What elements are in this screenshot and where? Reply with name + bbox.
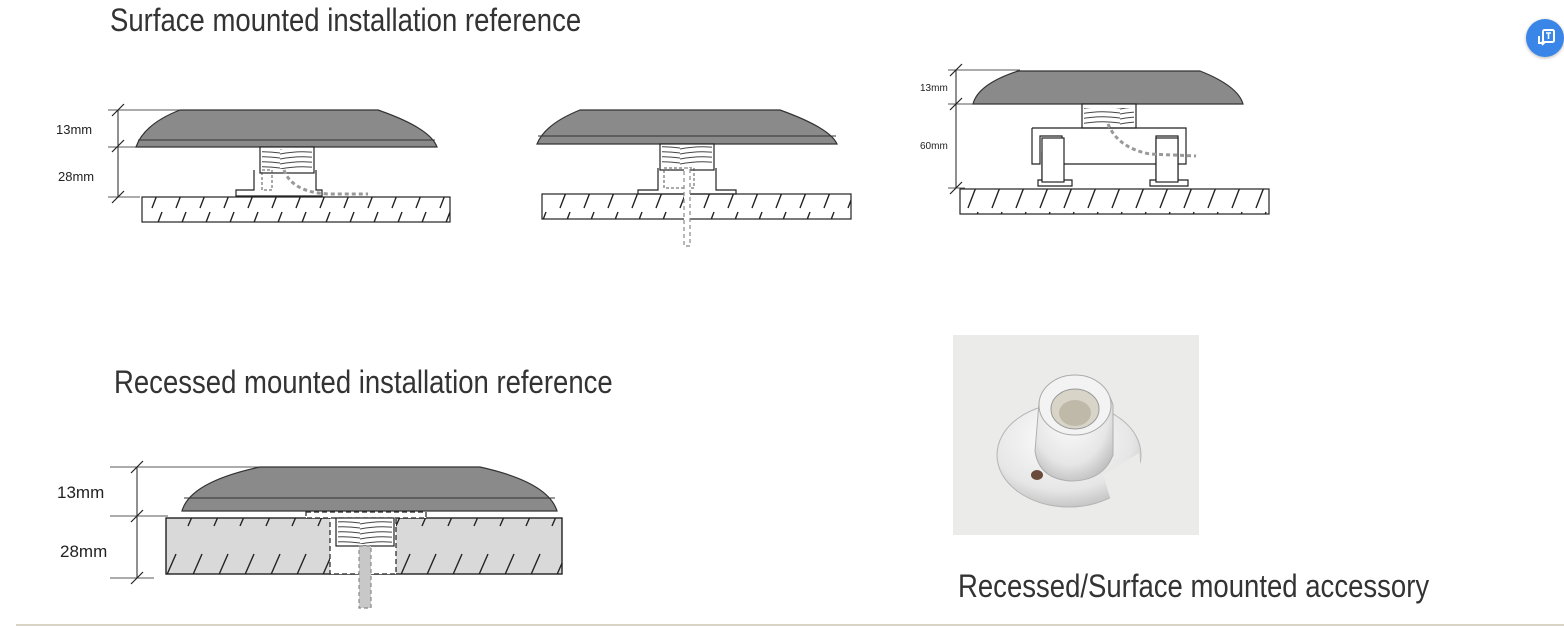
lamp-body [972, 70, 1244, 105]
mounting-surface [541, 193, 852, 220]
dim-label-13mm: 13mm [56, 122, 92, 137]
lamp-body [181, 466, 558, 512]
cable [1106, 123, 1197, 158]
cable [683, 167, 691, 247]
dim-label-13mm: 13mm [920, 83, 948, 94]
translate-button[interactable] [1526, 19, 1564, 57]
translate-icon [1538, 29, 1555, 46]
cable [358, 545, 372, 609]
dim-label-60mm: 60mm [920, 141, 948, 152]
dim-label-13mm: 13mm [57, 483, 104, 502]
recessed-diagram: 13mm 28mm [57, 460, 563, 609]
bottom-divider [16, 624, 1564, 626]
accessory-title: Recessed/Surface mounted accessory [958, 568, 1430, 604]
mounting-accessory-photo [996, 374, 1143, 508]
recessed-mounted-title: Recessed mounted installation reference [114, 364, 613, 400]
surface-diagram-junction-box: 13mm 60mm [920, 63, 1270, 215]
dim-label-28mm: 28mm [60, 542, 107, 561]
lamp-body [536, 109, 838, 145]
lamp-body [135, 109, 438, 148]
accessory-photo [953, 335, 1199, 535]
surface-diagram-through-cable [536, 109, 852, 247]
surface-mounted-title: Surface mounted installation reference [110, 2, 582, 38]
dim-label-28mm: 28mm [58, 169, 94, 184]
surface-diagram-side-cable: 13mm 28mm [56, 103, 451, 223]
mounting-surface [959, 188, 1270, 215]
cable [282, 169, 368, 196]
mounting-surface [141, 196, 451, 223]
